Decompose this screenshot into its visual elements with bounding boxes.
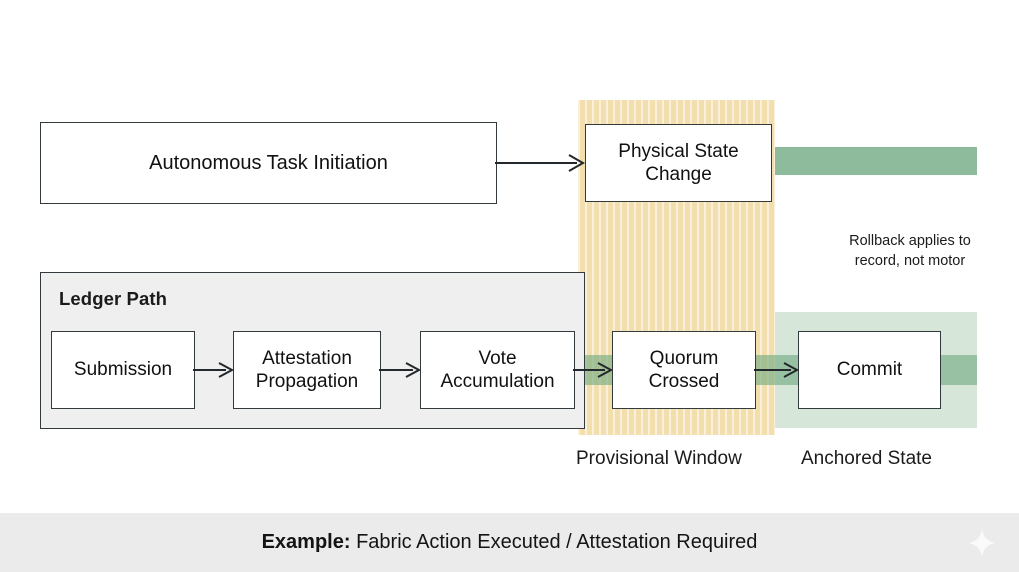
- node-autonomous-task-initiation[interactable]: Autonomous Task Initiation: [40, 122, 497, 204]
- node-commit[interactable]: Commit: [798, 331, 941, 409]
- footer-caption-rest: Fabric Action Executed / Attestation Req…: [350, 531, 758, 553]
- node-quorum-crossed[interactable]: Quorum Crossed: [612, 331, 756, 409]
- arrow-task-to-physical: [495, 153, 589, 173]
- node-attestation-propagation[interactable]: Attestation Propagation: [233, 331, 381, 409]
- footer-caption-text: Example: Fabric Action Executed / Attest…: [262, 531, 758, 554]
- label-anchored-state: Anchored State: [801, 448, 932, 469]
- footer-caption-lead: Example:: [261, 531, 351, 553]
- label-provisional-window: Provisional Window: [576, 448, 742, 469]
- rollback-note: Rollback applies to record, not motor: [849, 233, 971, 269]
- footer-caption-bar: Example: Fabric Action Executed / Attest…: [0, 513, 1019, 572]
- ledger-path-title: Ledger Path: [59, 288, 168, 309]
- node-submission[interactable]: Submission: [51, 331, 195, 409]
- physical-state-green-bar: [775, 147, 977, 175]
- sparkle-icon: [968, 528, 996, 557]
- node-vote-accumulation[interactable]: Vote Accumulation: [420, 331, 575, 409]
- node-physical-state-change[interactable]: Physical State Change: [585, 124, 772, 202]
